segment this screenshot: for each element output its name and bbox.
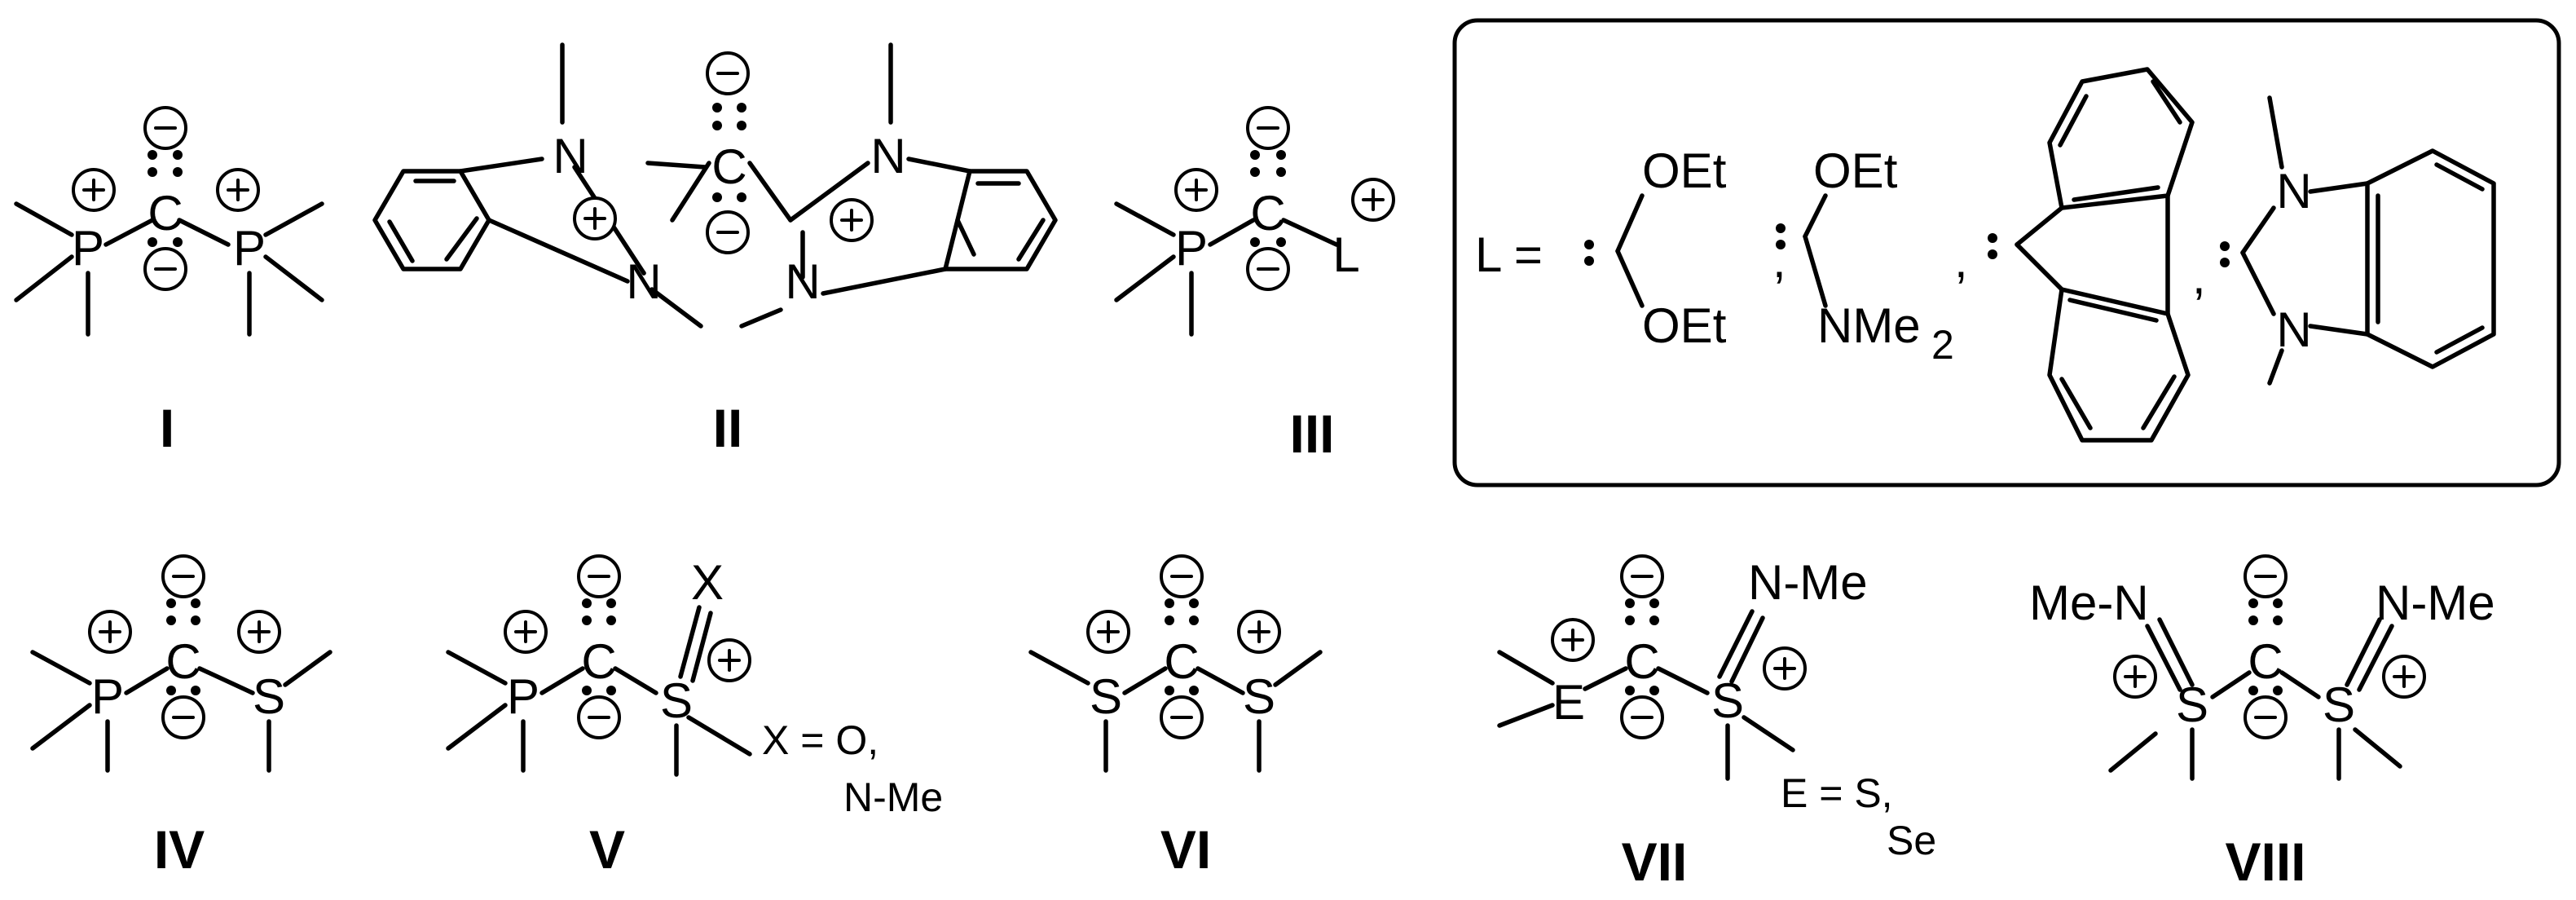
minus-charge-icon [1160,554,1204,598]
atom-N: N [2276,302,2311,357]
E-definition-line-2: Se [1887,818,1936,863]
atom-P: P [507,669,539,724]
label-IV: IV [154,819,205,880]
plus-charge-icon [1763,646,1807,690]
minus-charge-icon [706,51,750,95]
minus-charge-icon [577,695,621,739]
plus-charge-icon [1086,610,1130,654]
structure-IV: P C S IV [30,554,332,880]
comma: , [1954,233,1968,288]
minus-charge-icon [577,554,621,598]
label-II: II [713,398,743,458]
E-definition-line-1: E = S, [1781,770,1893,816]
label-VIII: VIII [2225,832,2305,892]
minus-charge-icon [1620,695,1664,739]
structure-II: N N C N N II [372,42,1058,458]
minus-charge-icon [1246,247,1290,291]
plus-charge-icon [88,610,132,654]
NMe2-group: NMe [1817,298,1921,353]
OEt-group: OEt [1642,298,1727,353]
plus-charge-icon [1174,168,1218,212]
plus-charge-icon [2113,655,2157,699]
atom-C: C [1250,186,1285,240]
plus-charge-icon [216,168,260,212]
atom-S: S [2176,677,2208,732]
atom-N: N [553,129,588,183]
structure-I: P C P I [14,106,324,458]
atom-P: P [91,669,124,724]
atom-C: C [165,634,200,689]
atom-L: L [1332,227,1359,282]
structure-III: P C L III [1114,106,1395,464]
atom-N: N [870,129,905,183]
atom-C: C [1164,634,1199,689]
atom-C: C [1624,634,1659,689]
atom-P: P [72,221,104,276]
atom-C: C [581,634,616,689]
minus-charge-icon [161,695,205,739]
OEt-group: OEt [1642,143,1727,198]
atom-S: S [1711,673,1744,728]
atom-N: N [785,254,820,309]
plus-charge-icon [830,198,874,242]
minus-charge-icon [706,210,750,254]
atom-X: X [691,555,724,610]
N-Me-group: N-Me [1748,555,1868,610]
plus-charge-icon [237,610,281,654]
plus-charge-icon [1237,610,1281,654]
minus-charge-icon [1620,554,1664,598]
Me-N-group: Me-N [2029,576,2149,630]
atom-S: S [253,669,285,724]
structure-VI: S C S VI [1028,554,1323,880]
minus-charge-icon [1160,695,1204,739]
minus-charge-icon [1246,106,1290,150]
label-I: I [160,398,174,458]
structure-V: P C S X X = O, N-Me V [446,554,943,880]
comma: , [2192,249,2206,304]
label-V: V [589,819,625,880]
X-definition-line-1: X = O, [762,717,878,763]
atom-E: E [1552,675,1585,730]
label-VI: VI [1160,819,1211,880]
plus-charge-icon [707,638,751,682]
atom-S: S [2323,677,2355,732]
plus-charge-icon [573,196,617,240]
minus-charge-icon [2244,554,2288,598]
atom-N: N [2276,164,2311,218]
plus-charge-icon [504,610,548,654]
box-frame [1452,18,2561,488]
minus-charge-icon [161,554,205,598]
atom-S: S [1090,669,1122,724]
atom-S: S [1243,669,1275,724]
plus-charge-icon [2382,655,2426,699]
ligand-definition-box: L = OEt OEt , OEt NMe 2 , , [1452,18,2561,488]
box-L-equals: L = [1475,227,1543,282]
subscript-2: 2 [1931,322,1954,368]
plus-charge-icon [1351,178,1395,222]
atom-C: C [711,139,746,194]
atom-P: P [233,221,266,276]
atom-N: N [626,254,661,309]
atom-P: P [1175,221,1208,276]
structure-VII: E C S N-Me E = S, Se VII [1497,554,1936,892]
plus-charge-icon [72,168,116,212]
atom-C: C [2248,634,2283,689]
OEt-group: OEt [1813,143,1898,198]
label-VII: VII [1622,832,1688,892]
minus-charge-icon [143,247,187,291]
atom-S: S [660,673,693,728]
label-III: III [1289,404,1334,464]
X-definition-line-2: N-Me [843,774,943,820]
minus-charge-icon [2244,695,2288,739]
N-Me-group: N-Me [2376,576,2495,630]
minus-charge-icon [143,106,187,150]
plus-charge-icon [1551,618,1595,662]
structure-VIII: Me-N S C S N-Me VIII [2029,554,2495,892]
atom-C: C [148,186,183,240]
